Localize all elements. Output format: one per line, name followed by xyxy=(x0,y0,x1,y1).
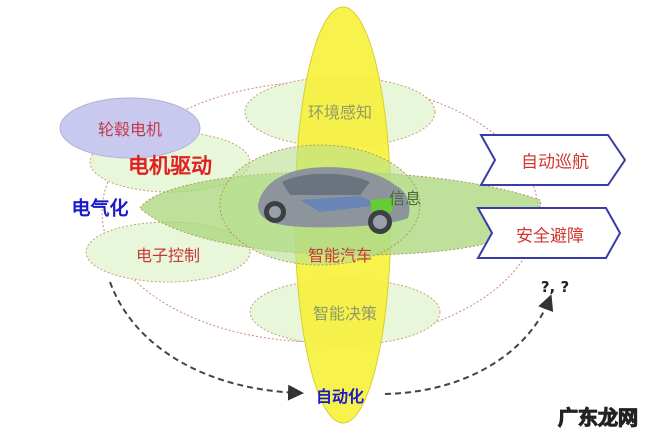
hub-motor-label: 轮毂电机 xyxy=(97,120,163,139)
hub-motor-ellipse xyxy=(59,97,201,159)
arrow-safe-avoid-shape xyxy=(476,207,622,259)
dashed-arrow-left xyxy=(109,281,304,401)
arrow-auto-cruise-shape xyxy=(479,134,627,186)
info-label: 信息 xyxy=(388,189,422,208)
car-image xyxy=(258,167,410,234)
smart-car-label: 智能汽车 xyxy=(307,246,373,265)
env-perception-label: 环境感知 xyxy=(307,103,373,122)
motor-drive-label: 电机驱动 xyxy=(128,154,212,178)
auto-cruise-button: 自动巡航 xyxy=(521,152,589,173)
unknown-label: ?, ? xyxy=(540,278,570,296)
electronic-control-label: 电子控制 xyxy=(135,246,201,265)
electrification-label: 电气化 xyxy=(71,197,129,220)
dashed-arrow-right xyxy=(384,294,554,395)
smart-decision-label: 智能决策 xyxy=(312,304,378,323)
automation-label: 自动化 xyxy=(315,387,365,406)
watermark: 广东龙网 xyxy=(558,405,639,430)
safe-avoid-button: 安全避障 xyxy=(516,226,584,247)
